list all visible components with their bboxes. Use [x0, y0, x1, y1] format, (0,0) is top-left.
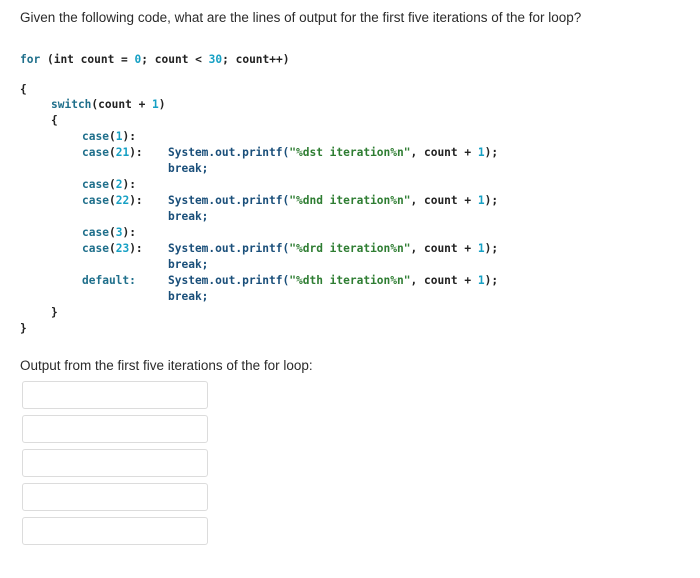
case-lp: ( — [108, 130, 116, 143]
printf-args-num: 1 — [477, 274, 485, 287]
case-lp: ( — [108, 194, 116, 207]
question-text: Given the following code, what are the l… — [20, 10, 582, 25]
answer-input-2[interactable] — [22, 415, 208, 443]
printf-args-num: 1 — [477, 242, 485, 255]
case-rp: ): — [129, 194, 143, 207]
printf-args: , count + — [410, 146, 478, 159]
answer-input-5[interactable] — [22, 517, 208, 545]
case-23-num: 23 — [115, 242, 130, 255]
printf-rd-line: System.out.printf("%drd iteration%n", co… — [168, 242, 498, 255]
printf-th-line: System.out.printf("%dth iteration%n", co… — [168, 274, 498, 287]
switch-open: (count + — [91, 98, 153, 111]
close-brace: } — [20, 322, 27, 335]
case-lp: ( — [108, 146, 116, 159]
for-mid: ; count < — [141, 53, 209, 66]
open-brace: { — [20, 83, 27, 96]
case-lp: ( — [108, 226, 116, 239]
switch-close: ) — [158, 98, 166, 111]
break-statement: break; — [168, 162, 209, 175]
printf-args-num: 1 — [477, 194, 485, 207]
answer-input-1[interactable] — [22, 381, 208, 409]
break-statement: break; — [168, 258, 209, 271]
case-keyword: case — [82, 178, 109, 191]
case-22-line: case(22): — [82, 194, 143, 207]
answer-input-3[interactable] — [22, 449, 208, 477]
printf-args: , count + — [410, 242, 478, 255]
case-23-line: case(23): — [82, 242, 143, 255]
case-keyword: case — [82, 130, 109, 143]
format-string-th: "%dth iteration%n" — [289, 274, 411, 287]
printf-call: System.out.printf( — [168, 274, 290, 287]
code-line-for: for (int count = 0; count < 30; count++) — [20, 53, 289, 66]
printf-nd-line: System.out.printf("%dnd iteration%n", co… — [168, 194, 498, 207]
output-label: Output from the first five iterations of… — [20, 358, 313, 373]
inner-open-brace: { — [51, 114, 58, 127]
case-rp: ): — [122, 130, 136, 143]
case-keyword: case — [82, 146, 109, 159]
inner-close-brace: } — [51, 306, 58, 319]
case-1-num: 1 — [115, 130, 123, 143]
format-string-nd: "%dnd iteration%n" — [289, 194, 411, 207]
answer-input-4[interactable] — [22, 483, 208, 511]
switch-num: 1 — [152, 98, 159, 111]
switch-keyword: switch — [51, 98, 92, 111]
format-string-rd: "%drd iteration%n" — [289, 242, 411, 255]
case-21-num: 21 — [115, 146, 130, 159]
printf-st-line: System.out.printf("%dst iteration%n", co… — [168, 146, 498, 159]
code-block: for (int count = 0; count < 30; count++)… — [20, 0, 680, 340]
case-rp: ): — [122, 226, 136, 239]
case-1-line: case(1): — [82, 130, 136, 143]
break-statement: break; — [168, 210, 209, 223]
code-line-switch: switch(count + 1) — [51, 98, 166, 111]
printf-end: ); — [484, 242, 499, 255]
case-lp: ( — [108, 178, 116, 191]
default-keyword: default: — [82, 274, 136, 287]
for-end: ; count++) — [222, 53, 290, 66]
printf-args: , count + — [410, 274, 478, 287]
case-keyword: case — [82, 226, 109, 239]
case-2-line: case(2): — [82, 178, 136, 191]
printf-end: ); — [484, 146, 499, 159]
case-lp: ( — [108, 242, 116, 255]
printf-end: ); — [484, 194, 499, 207]
printf-args-num: 1 — [477, 146, 485, 159]
printf-args: , count + — [410, 194, 478, 207]
case-rp: ): — [122, 178, 136, 191]
printf-call: System.out.printf( — [168, 194, 290, 207]
case-keyword: case — [82, 242, 109, 255]
case-3-num: 3 — [115, 226, 123, 239]
printf-call: System.out.printf( — [168, 146, 290, 159]
for-init-value: 0 — [134, 53, 142, 66]
printf-call: System.out.printf( — [168, 242, 290, 255]
for-limit-value: 30 — [208, 53, 223, 66]
case-rp: ): — [129, 146, 143, 159]
case-rp: ): — [129, 242, 143, 255]
break-statement: break; — [168, 290, 209, 303]
for-keyword: for — [20, 53, 41, 66]
for-open: (int count = — [46, 53, 135, 66]
case-21-line: case(21): — [82, 146, 143, 159]
printf-end: ); — [484, 274, 499, 287]
case-22-num: 22 — [115, 194, 130, 207]
case-3-line: case(3): — [82, 226, 136, 239]
case-2-num: 2 — [115, 178, 123, 191]
case-keyword: case — [82, 194, 109, 207]
format-string-st: "%dst iteration%n" — [289, 146, 411, 159]
